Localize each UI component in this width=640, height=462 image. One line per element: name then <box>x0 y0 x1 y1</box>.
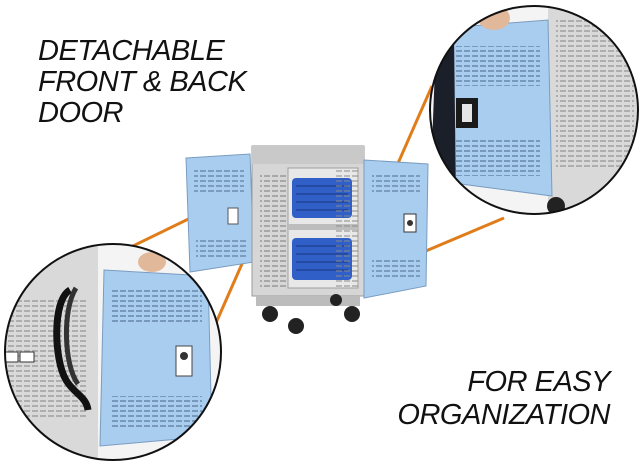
headline-line-2: FRONT & BACK <box>38 66 247 98</box>
tagline-line-1: FOR EASY <box>467 366 610 398</box>
headline: DETACHABLE FRONT & BACK DOOR <box>38 35 247 129</box>
caster-wheel-icon <box>262 294 360 334</box>
power-cord-icon <box>53 286 92 411</box>
zoom-circle-front-door <box>429 5 639 215</box>
tagline-line-2: ORGANIZATION <box>397 399 610 431</box>
zoom-circle-back-door <box>4 243 222 461</box>
door-lock-icon-zoom <box>175 345 193 377</box>
headline-line-3: DOOR <box>38 97 124 129</box>
charging-cart <box>185 145 429 334</box>
tagline: FOR EASY ORGANIZATION <box>397 366 610 432</box>
headline-line-1: DETACHABLE <box>38 35 225 67</box>
